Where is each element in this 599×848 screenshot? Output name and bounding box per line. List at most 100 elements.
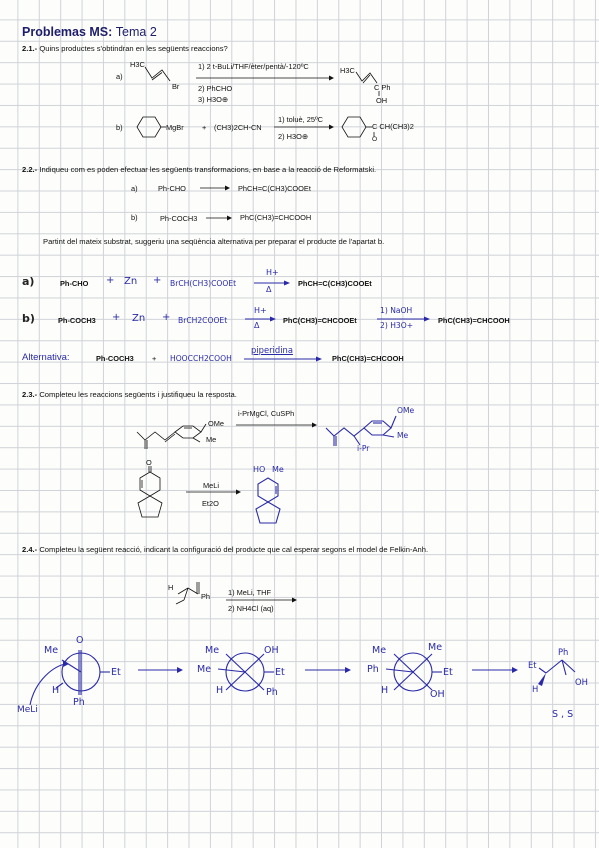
sm-br: Br <box>172 82 180 91</box>
answer-a-plus2: + <box>153 275 162 286</box>
allyl-alcohol-structure <box>355 71 380 96</box>
answer-label-a: a) <box>22 275 35 288</box>
substrate-ph: Ph <box>201 592 211 601</box>
product-oh: OH <box>575 677 588 687</box>
answer-alt-prod: PhC(CH3)=CHCOOH <box>332 354 404 363</box>
answer-b-above2: 1) NaOH <box>380 306 413 315</box>
product-ph: Ph <box>558 647 569 657</box>
enone-ome: OMe <box>208 419 225 428</box>
product-et: Et <box>528 660 537 670</box>
question-2-4: 2.4.- Completeu la següent reacció, indi… <box>22 545 429 554</box>
prod-h3c: H3C <box>340 66 355 75</box>
question-2-2-alt: Partint del mateix substrat, suggeriu un… <box>43 237 385 246</box>
arrow-newman-2-3 <box>305 667 351 673</box>
prod-oh: OH <box>376 96 388 105</box>
product-ipr: i-Pr <box>357 444 370 453</box>
answer-a-plus1: + <box>106 275 115 286</box>
newman3-left: Ph <box>367 664 379 675</box>
question-2-2: 2.2.- Indiqueu com es poden efectuar les… <box>22 165 377 174</box>
question-2-3: 2.3.- Completeu les reaccions següents i… <box>22 390 237 399</box>
enone-structure <box>136 423 207 449</box>
answer-alt-sm: Ph-COCH3 <box>96 354 134 363</box>
sm-2-2-b: Ph-COCH3 <box>160 214 198 223</box>
arrow-2-2-a <box>200 185 230 191</box>
arrow-newman-3-product <box>472 667 518 673</box>
conjugate-product-structure <box>325 415 397 446</box>
reagent-2-3-2a: MeLi <box>203 481 220 490</box>
newman3-right: Et <box>443 667 453 678</box>
newman1-nucleophile: MeLi <box>17 705 38 715</box>
answer-b-above: H+ <box>254 306 267 315</box>
prod-2-2-b: PhC(CH3)=CHCOOH <box>240 213 312 222</box>
step-2-1-b-1: 1) toluè, 25ºC <box>278 115 324 124</box>
mgbr: MgBr <box>166 123 184 132</box>
allyl-bromide-structure <box>144 66 171 82</box>
newman2-right: Et <box>275 667 285 678</box>
product-me: Me <box>397 431 409 440</box>
product-h: H <box>532 684 539 694</box>
question-2-1: 2.1.- Quins productes s'obtindran en les… <box>22 44 228 53</box>
newman1-top: Me <box>44 645 59 656</box>
step-2-4-1: 1) MeLi, THF <box>228 588 271 597</box>
cyclohexyl-ring <box>136 116 166 138</box>
newman1-right: Et <box>111 667 121 678</box>
reagent-2-3-1: i-PrMgCl, CuSPh <box>238 409 295 418</box>
newman2-top1: Me <box>205 645 220 656</box>
label-2-1-a: a) <box>116 72 123 81</box>
arrow-2-2-b <box>206 215 232 221</box>
step-2-4-2: 2) NH4Cl (aq) <box>228 604 274 613</box>
newman1-left: H <box>52 685 60 696</box>
answer-a-sm: Ph-CHO <box>60 279 89 288</box>
ketone-substrate-structure <box>175 582 200 605</box>
answer-b-prod: PhC(CH3)=CHCOOH <box>438 316 510 325</box>
label-2-1-b: b) <box>116 123 123 132</box>
answer-alt-label: Alternativa: <box>22 352 70 363</box>
ketone-oxygen: O <box>372 136 378 143</box>
newman3-bl: H <box>381 685 389 696</box>
spiro-alcohol-structure <box>255 477 281 524</box>
newman3-br: OH <box>430 689 445 700</box>
plus-2-1-b: + <box>202 123 207 132</box>
answer-b-sm: Ph-COCH3 <box>58 316 96 325</box>
answer-alt-above: piperidina <box>251 345 293 355</box>
answer-b-zn: Zn <box>132 313 146 324</box>
alcohol-ho: HO <box>253 465 266 474</box>
sm-h3c: H3C <box>130 60 145 69</box>
answer-b-below2: 2) H3O+ <box>380 321 414 330</box>
answer-alt-reagent: HOOCCH2COOH <box>170 354 232 363</box>
arrow-answer-alt <box>244 356 322 362</box>
ketone-group: C CH(CH3)2 <box>372 122 414 131</box>
step-2-1-a-2: 2) PhCHO <box>198 84 233 93</box>
dienone-oxygen: O <box>146 458 152 467</box>
alcohol-me: Me <box>272 465 284 474</box>
newman-projection-1 <box>29 650 110 706</box>
answer-a-below: Δ <box>266 285 272 294</box>
arrow-2-1-a <box>196 75 334 81</box>
arrow-answer-a <box>254 280 290 286</box>
answer-label-b: b) <box>22 312 35 325</box>
page-title: Problemas MS: Tema 2 <box>22 25 157 39</box>
prod-cph: C Ph <box>374 83 391 92</box>
answer-b-reagent: BrCH2COOEt <box>178 316 228 325</box>
newman1-o: O <box>76 635 84 646</box>
configuration-label: S , S <box>552 709 574 720</box>
arrow-answer-b-1 <box>245 316 276 322</box>
substrate-h: H <box>168 583 174 592</box>
label-2-2-a: a) <box>131 184 138 193</box>
arrow-2-1-b <box>274 116 375 138</box>
answer-alt-plus: + <box>152 354 157 363</box>
reagent-2-3-2b: Et2O <box>202 499 219 508</box>
arrow-answer-b-2 <box>377 316 430 322</box>
newman-projection-3 <box>385 652 442 692</box>
answer-b-plus2: + <box>162 312 171 323</box>
enone-me: Me <box>206 435 217 444</box>
sm-2-2-a: Ph-CHO <box>158 184 186 193</box>
product-stereo-structure <box>538 659 576 686</box>
product-ome: OMe <box>397 406 415 415</box>
arrow-newman-1-2 <box>138 667 183 673</box>
answer-a-zn: Zn <box>124 276 138 287</box>
answer-a-above: H+ <box>266 268 279 277</box>
step-2-1-b-2: 2) H3O⊕ <box>278 132 309 141</box>
arrow-2-3-1 <box>236 422 317 428</box>
prod-2-2-a: PhCH=C(CH3)COOEt <box>238 184 311 193</box>
